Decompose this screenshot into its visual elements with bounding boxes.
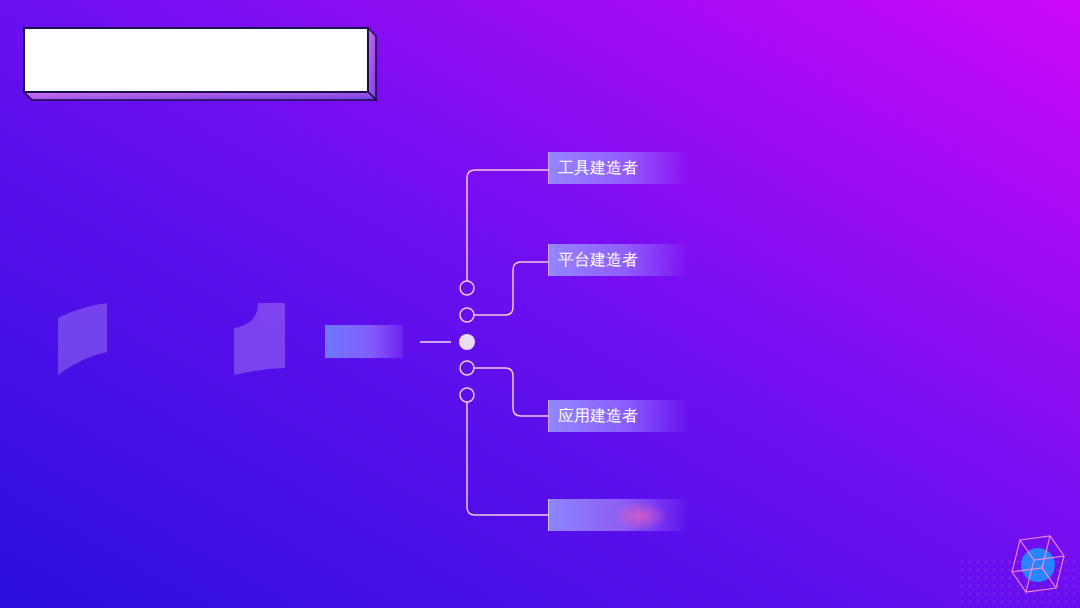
branch-lines: [467, 170, 548, 515]
source-bar: [325, 325, 403, 358]
branch-circles: [459, 281, 475, 402]
branch-label: 工具建造者: [558, 158, 638, 177]
cube-icon: [1012, 536, 1064, 592]
curved-panel: [58, 303, 107, 375]
branch-label: 应用建造者: [558, 406, 638, 425]
title-panel: [24, 28, 376, 100]
curved-panel: [234, 303, 285, 375]
empty-bar: [548, 499, 690, 531]
branch-label: 平台建造者: [558, 250, 638, 269]
branch-label-box: 应用建造者: [548, 400, 690, 432]
branch-label-box: 平台建造者: [548, 244, 690, 276]
branch-label-box: 工具建造者: [548, 152, 690, 184]
hub-line: [420, 341, 451, 343]
dot-texture: [960, 560, 1080, 608]
